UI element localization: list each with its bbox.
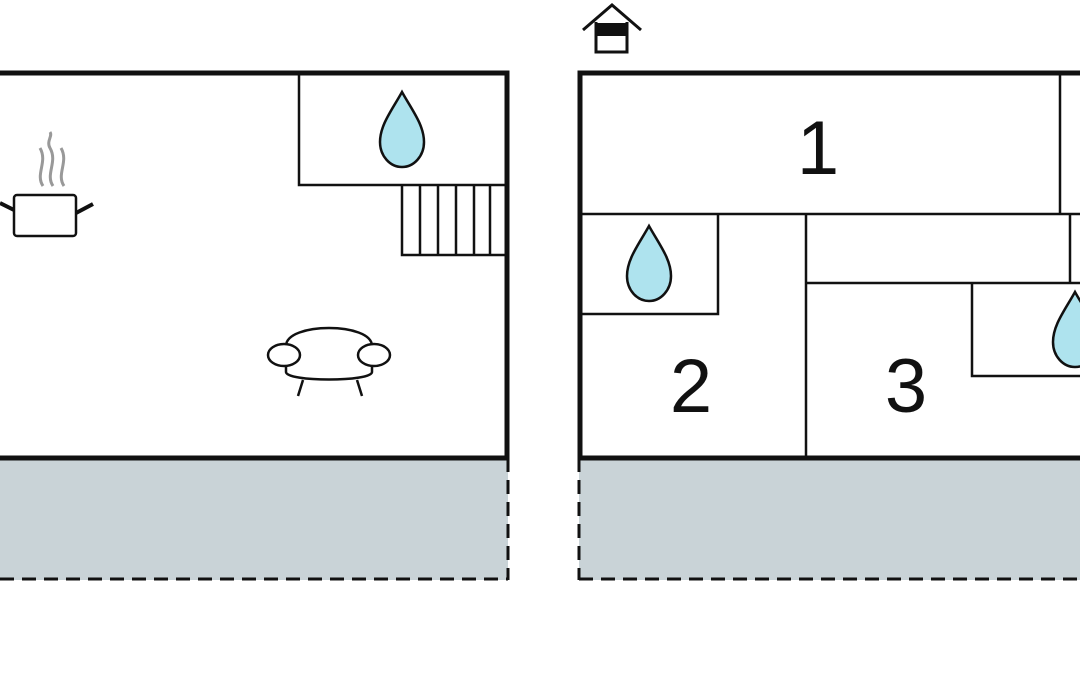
upper-floor-terrace [579, 458, 1080, 580]
room-label-2: 2 [670, 344, 712, 429]
stairs-icon [400, 185, 505, 257]
house-entrance-icon [582, 3, 642, 54]
room-label-3: 3 [885, 344, 927, 429]
water-drop-icon [378, 89, 426, 169]
ground-floor-terrace [0, 458, 508, 580]
upper-floor: 1 2 3 [577, 3, 1080, 581]
upper-floor-outer-wall [577, 70, 1080, 461]
upper-floor-inner-walls [582, 75, 1080, 458]
ground-floor [0, 70, 510, 581]
ground-floor-outer-wall [0, 70, 510, 461]
water-drop-icon [1051, 289, 1080, 369]
cooking-pot-icon [0, 131, 94, 238]
sofa-icon [266, 326, 392, 397]
room-label-1: 1 [797, 106, 839, 191]
water-drop-icon [625, 223, 673, 303]
ground-floor-bathroom-wall [297, 75, 505, 187]
